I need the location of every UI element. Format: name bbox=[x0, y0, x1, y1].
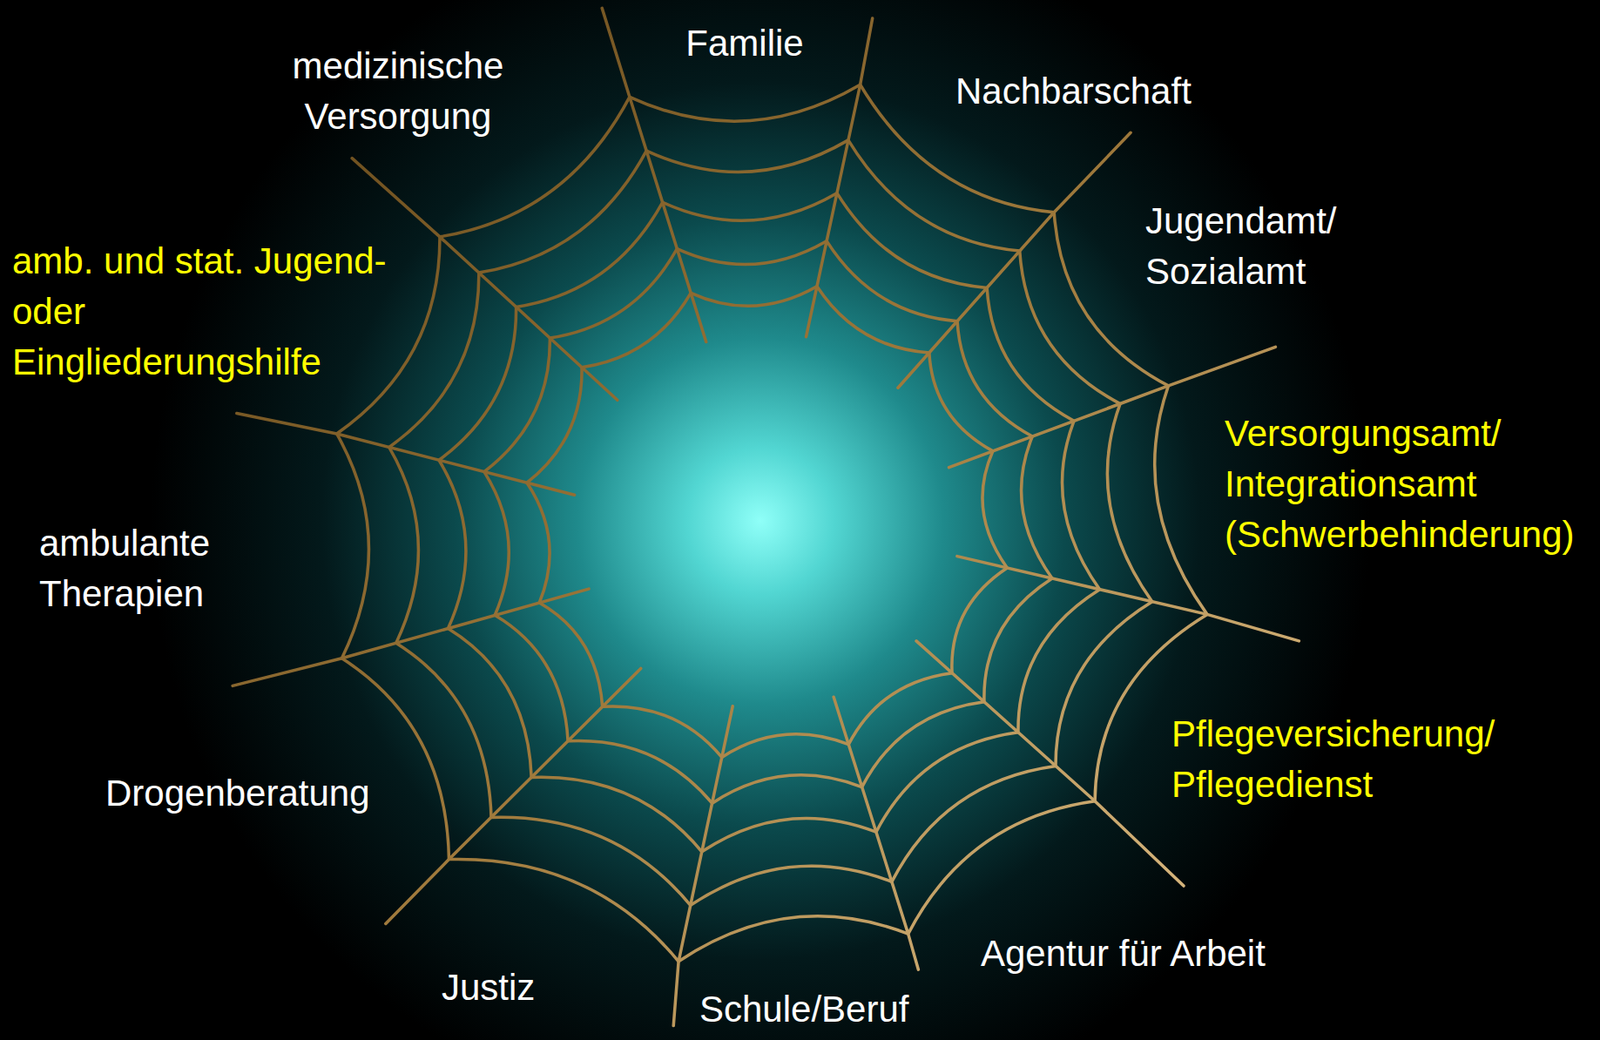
web-strand bbox=[526, 286, 1007, 758]
label-text: medizinische Versorgung bbox=[292, 40, 505, 142]
label-text: Drogenberatung bbox=[105, 768, 371, 819]
label-text: Justiz bbox=[441, 962, 535, 1013]
web-strand bbox=[389, 140, 1153, 905]
label-text: Familie bbox=[685, 18, 804, 69]
label-text: Agentur für Arbeit bbox=[980, 928, 1266, 979]
label-text: Versorgungsamt/ Integrationsamt (Schwerb… bbox=[1224, 408, 1575, 561]
label-text: Nachbarschaft bbox=[955, 66, 1192, 117]
label-text: Jugendamt/ Sozialamt bbox=[1145, 195, 1337, 298]
label-text: amb. und stat. Jugend- oder Eingliederun… bbox=[12, 236, 396, 388]
label-text: Schule/Beruf bbox=[699, 984, 909, 1035]
web-strand bbox=[438, 193, 1101, 852]
web-strand bbox=[337, 84, 1208, 962]
label-text: ambulante Therapien bbox=[39, 518, 210, 620]
label-text: Pflegeversicherung/ Pflegedienst bbox=[1171, 708, 1495, 811]
web-strand bbox=[484, 241, 1053, 804]
web-strand bbox=[232, 7, 1299, 1026]
